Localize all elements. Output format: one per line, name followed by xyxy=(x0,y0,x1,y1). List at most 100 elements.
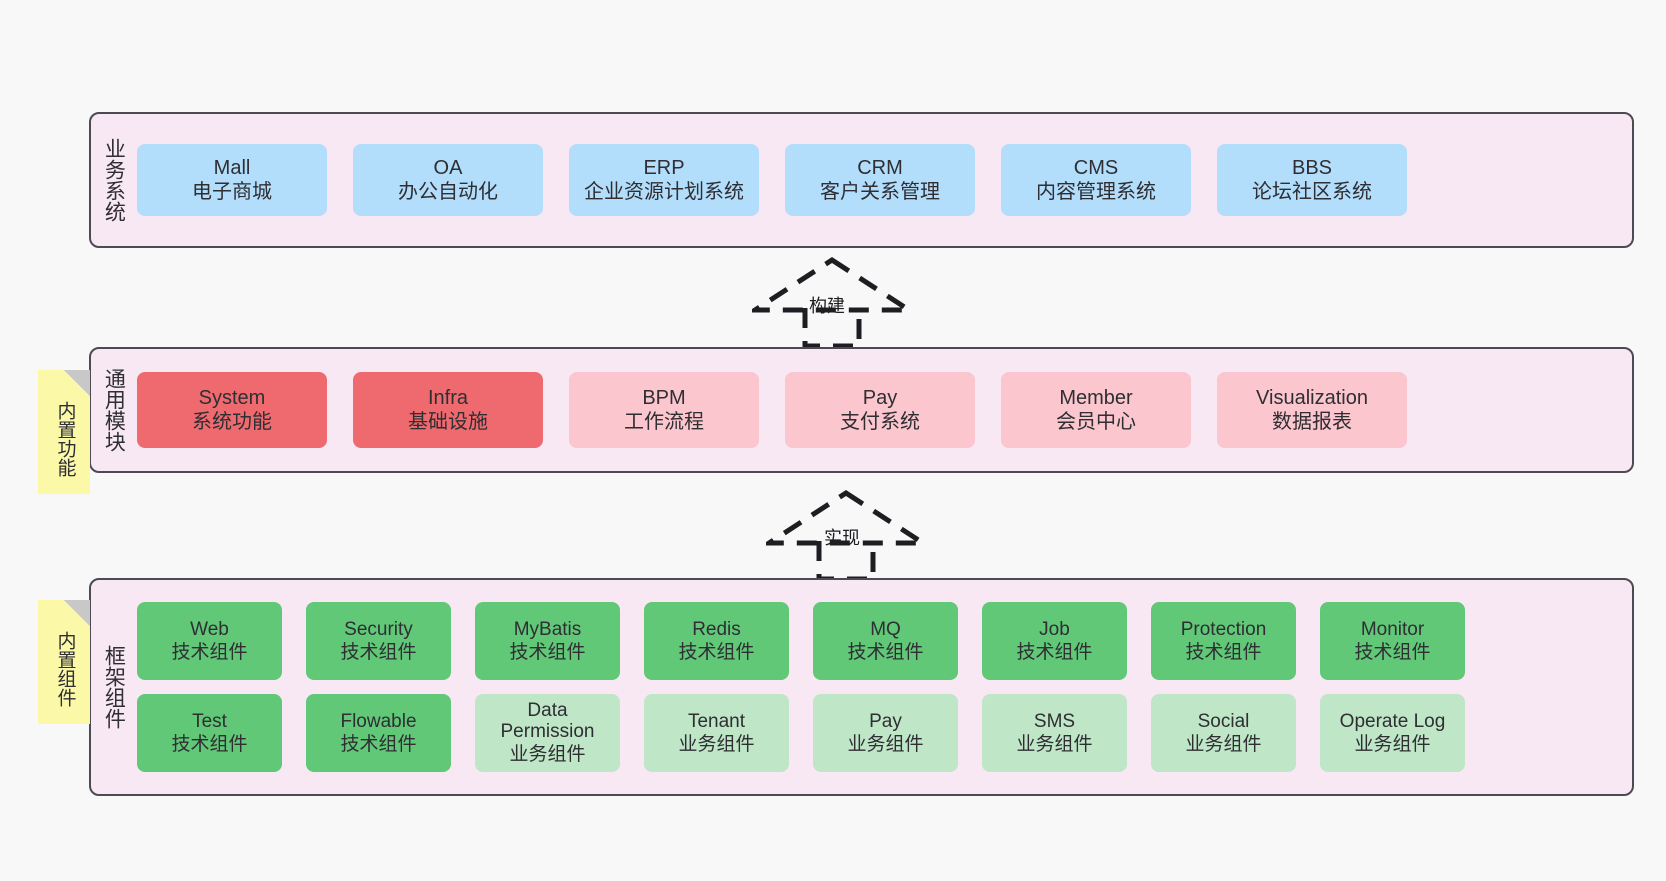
box-title: Member xyxy=(1059,386,1133,409)
box-redis[interactable]: Redis 技术组件 xyxy=(644,602,789,680)
box-test[interactable]: Test 技术组件 xyxy=(137,694,282,772)
box-infra[interactable]: Infra 基础设施 xyxy=(353,372,543,448)
box-title: Web xyxy=(190,618,229,640)
box-operate-log[interactable]: Operate Log 业务组件 xyxy=(1320,694,1465,772)
box-subtitle: 基础设施 xyxy=(408,411,488,433)
box-subtitle: 技术组件 xyxy=(678,642,755,663)
box-title: Data Permission xyxy=(500,700,595,743)
box-subtitle: 客户关系管理 xyxy=(820,181,940,203)
box-bbs[interactable]: BBS 论坛社区系统 xyxy=(1217,144,1407,216)
box-erp[interactable]: ERP 企业资源计划系统 xyxy=(569,144,759,216)
box-subtitle: 技术组件 xyxy=(171,734,248,755)
box-title: Infra xyxy=(427,386,469,409)
box-protection[interactable]: Protection 技术组件 xyxy=(1151,602,1296,680)
box-subtitle: 技术组件 xyxy=(509,642,586,663)
box-security[interactable]: Security 技术组件 xyxy=(306,602,451,680)
box-pay[interactable]: Pay 支付系统 xyxy=(785,372,975,448)
box-member[interactable]: Member 会员中心 xyxy=(1001,372,1191,448)
box-title: MyBatis xyxy=(513,618,582,640)
box-crm[interactable]: CRM 客户关系管理 xyxy=(785,144,975,216)
box-subtitle: 业务组件 xyxy=(1354,734,1431,755)
box-subtitle: 数据报表 xyxy=(1272,411,1352,433)
box-system[interactable]: System 系统功能 xyxy=(137,372,327,448)
box-subtitle: 系统功能 xyxy=(192,411,272,433)
layer-body-business-system: Mall 电子商城 OA 办公自动化 ERP 企业资源计划系统 CRM 客户关系… xyxy=(135,114,1632,246)
page-fold-icon xyxy=(64,600,90,626)
layer-label-common-module: 通用模块 xyxy=(102,368,126,452)
box-subtitle: 办公自动化 xyxy=(398,181,498,203)
box-monitor[interactable]: Monitor 技术组件 xyxy=(1320,602,1465,680)
box-subtitle: 工作流程 xyxy=(624,411,704,433)
box-subtitle: 技术组件 xyxy=(847,642,924,663)
layer-body-common-module: System 系统功能 Infra 基础设施 BPM 工作流程 Pay 支付系统… xyxy=(135,349,1632,471)
connector-label-implement: 实现 xyxy=(824,528,860,548)
box-title: System xyxy=(198,386,266,409)
box-title: Pay xyxy=(869,710,902,732)
box-title: Security xyxy=(344,618,413,640)
box-sms[interactable]: SMS 业务组件 xyxy=(982,694,1127,772)
sticky-note-label: 内置组件 xyxy=(54,631,76,707)
box-title: MQ xyxy=(870,618,901,640)
box-subtitle: 会员中心 xyxy=(1056,411,1136,433)
box-subtitle: 技术组件 xyxy=(340,642,417,663)
connector-label-build: 构建 xyxy=(809,296,845,316)
layer-common-module: 通用模块 System 系统功能 Infra 基础设施 BPM 工作流程 Pay… xyxy=(89,347,1634,473)
box-title: Job xyxy=(1039,618,1070,640)
layer-row: System 系统功能 Infra 基础设施 BPM 工作流程 Pay 支付系统… xyxy=(137,372,1618,448)
box-title: Pay xyxy=(862,386,898,409)
box-subtitle: 业务组件 xyxy=(509,743,586,765)
box-job[interactable]: Job 技术组件 xyxy=(982,602,1127,680)
box-title: OA xyxy=(433,156,463,179)
box-subtitle: 技术组件 xyxy=(340,734,417,755)
box-subtitle: 业务组件 xyxy=(1016,734,1093,755)
box-visualization[interactable]: Visualization 数据报表 xyxy=(1217,372,1407,448)
layer-framework-component: 框架组件 Web 技术组件 Security 技术组件 MyBatis 技术组件… xyxy=(89,578,1634,796)
box-title: Social xyxy=(1197,710,1250,732)
box-subtitle: 技术组件 xyxy=(171,642,248,663)
sticky-note-builtin-component: 内置组件 xyxy=(38,600,90,724)
box-title: CRM xyxy=(857,156,903,179)
box-subtitle: 技术组件 xyxy=(1016,642,1093,663)
box-subtitle: 技术组件 xyxy=(1185,642,1262,663)
box-subtitle: 技术组件 xyxy=(1354,642,1431,663)
box-title: Monitor xyxy=(1360,618,1425,640)
sticky-note-label: 内置功能 xyxy=(54,401,76,477)
box-flowable[interactable]: Flowable 技术组件 xyxy=(306,694,451,772)
layer-label-business-system: 业务系统 xyxy=(102,138,126,222)
layer-label-framework-component: 框架组件 xyxy=(102,645,126,729)
layer-business-system: 业务系统 Mall 电子商城 OA 办公自动化 ERP 企业资源计划系统 CRM… xyxy=(89,112,1634,248)
box-oa[interactable]: OA 办公自动化 xyxy=(353,144,543,216)
box-title: Tenant xyxy=(687,710,746,732)
box-social[interactable]: Social 业务组件 xyxy=(1151,694,1296,772)
box-title: Operate Log xyxy=(1339,710,1446,732)
box-mall[interactable]: Mall 电子商城 xyxy=(137,144,327,216)
box-subtitle: 电子商城 xyxy=(192,181,272,203)
layer-body-framework-component: Web 技术组件 Security 技术组件 MyBatis 技术组件 Redi… xyxy=(135,580,1632,794)
box-bpm[interactable]: BPM 工作流程 xyxy=(569,372,759,448)
box-subtitle: 业务组件 xyxy=(847,734,924,755)
box-title: Redis xyxy=(692,618,741,640)
box-tenant[interactable]: Tenant 业务组件 xyxy=(644,694,789,772)
box-mybatis[interactable]: MyBatis 技术组件 xyxy=(475,602,620,680)
box-title: Visualization xyxy=(1256,386,1368,409)
box-title: BBS xyxy=(1291,156,1333,179)
box-cms[interactable]: CMS 内容管理系统 xyxy=(1001,144,1191,216)
box-data-permission[interactable]: Data Permission 业务组件 xyxy=(475,694,620,772)
box-title: SMS xyxy=(1033,710,1076,732)
sticky-note-builtin-feature: 内置功能 xyxy=(38,370,90,494)
layer-row: Mall 电子商城 OA 办公自动化 ERP 企业资源计划系统 CRM 客户关系… xyxy=(137,144,1618,216)
page-fold-icon xyxy=(64,370,90,396)
box-subtitle: 业务组件 xyxy=(1185,734,1262,755)
box-subtitle: 业务组件 xyxy=(678,734,755,755)
box-subtitle: 企业资源计划系统 xyxy=(584,181,744,203)
box-title: Mall xyxy=(213,156,251,179)
box-subtitle: 论坛社区系统 xyxy=(1252,181,1372,203)
box-title: ERP xyxy=(643,156,685,179)
box-title: CMS xyxy=(1073,156,1119,179)
box-mq[interactable]: MQ 技术组件 xyxy=(813,602,958,680)
box-pay-business[interactable]: Pay 业务组件 xyxy=(813,694,958,772)
box-title: Protection xyxy=(1180,618,1267,640)
box-web[interactable]: Web 技术组件 xyxy=(137,602,282,680)
layer-row: Test 技术组件 Flowable 技术组件 Data Permission … xyxy=(137,694,1618,772)
